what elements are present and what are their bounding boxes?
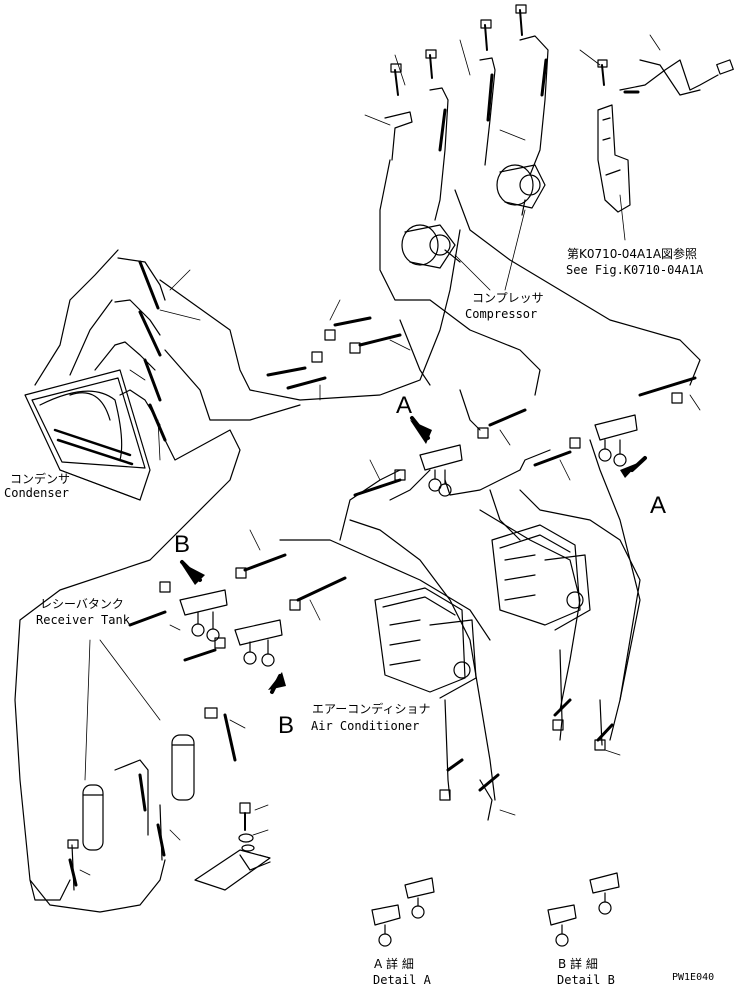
compressor-fittings	[384, 4, 549, 221]
reference-label-en: See Fig.K0710-04A1A	[566, 263, 704, 277]
detail-b-label-en: Detail B	[557, 973, 615, 987]
compressor-right	[496, 164, 546, 216]
pressure-switches	[179, 414, 638, 667]
aircon-drain-hoses	[439, 649, 614, 821]
detail-a-label-en: Detail A	[373, 973, 432, 987]
condenser-label-en: Condenser	[4, 486, 69, 500]
hose-routes	[14, 159, 701, 913]
air-conditioner-left	[374, 587, 477, 699]
hose-segments	[128, 316, 697, 762]
compressor-label-jp: コンプレッサ	[472, 291, 544, 305]
reference-label-jp: 第K0710-04A1A図参照	[567, 246, 697, 261]
air-conditioner-right	[491, 524, 591, 631]
compressor-label-en: Compressor	[465, 307, 537, 321]
fittings	[159, 329, 683, 719]
condenser-hoses	[34, 249, 167, 442]
receiver-label-jp: レシーバタンク	[40, 597, 124, 611]
condenser	[24, 369, 151, 501]
detail-b-label-jp: B 詳 細	[558, 956, 598, 971]
view-label-b-top: B	[174, 531, 190, 558]
aircon-label-jp: エアーコンディショナ	[312, 701, 430, 716]
aircon-label-en: Air Conditioner	[311, 719, 419, 733]
tank-bracket	[194, 802, 271, 891]
view-label-a-top: A	[396, 392, 412, 419]
view-label-b-bottom: B	[278, 712, 294, 739]
bracket-assembly	[597, 59, 734, 213]
view-label-a-right: A	[650, 492, 666, 519]
leader-lines	[79, 34, 701, 876]
condenser-label-jp: コンデンサ	[10, 471, 70, 486]
detail-b-parts	[547, 872, 620, 947]
receiver-tank	[67, 734, 195, 891]
detail-a-label-jp: A 詳 細	[374, 956, 414, 971]
drawing-code: PW1E040	[672, 972, 714, 983]
receiver-label-en: Receiver Tank	[36, 613, 131, 627]
detail-a-parts	[371, 877, 435, 947]
compressor-left	[401, 224, 461, 269]
view-arrow-lines	[180, 416, 647, 694]
